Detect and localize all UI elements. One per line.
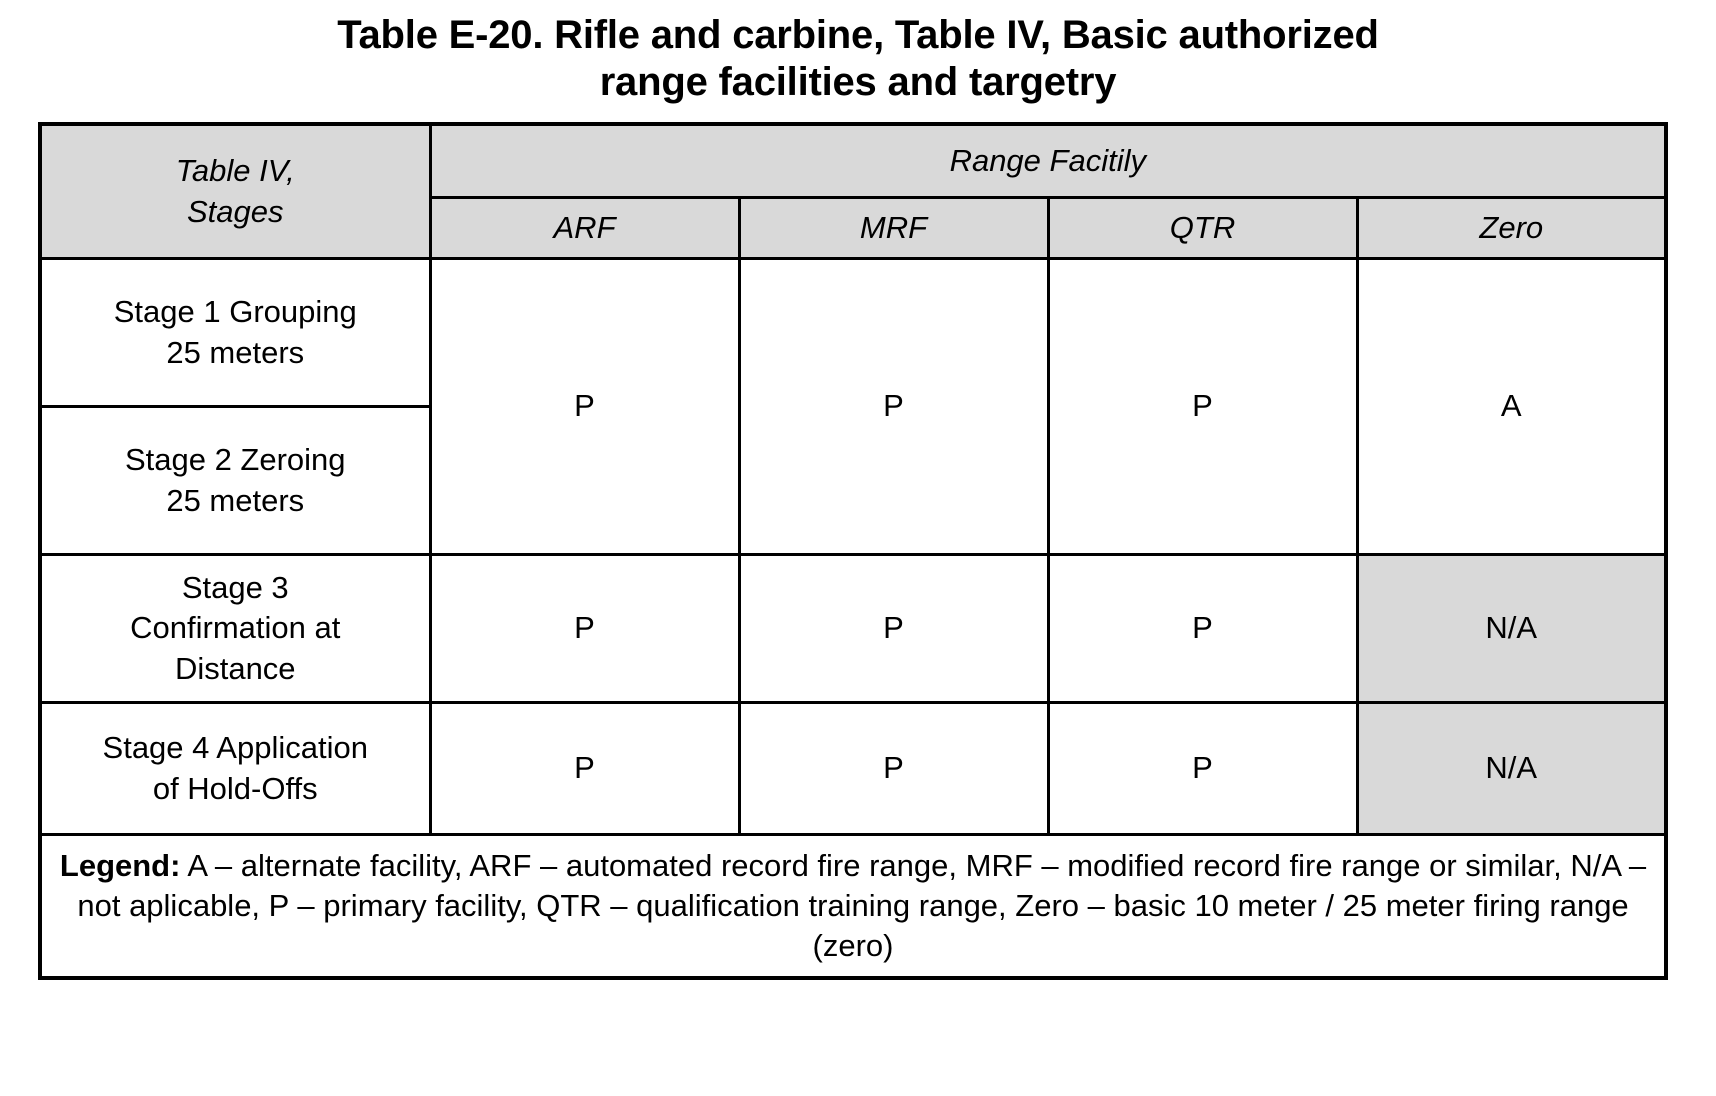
range-facility-table: Table IV, Stages Range Facitily ARF MRF … — [38, 122, 1669, 980]
header-cell-zero: Zero — [1355, 196, 1668, 260]
header-cell-mrf: MRF — [737, 196, 1050, 260]
cell-mrf-stage4: P — [737, 701, 1050, 836]
cell-qtr-stage4: P — [1046, 701, 1359, 836]
stage-label-line-2: of Hold-Offs — [152, 770, 318, 806]
legend-label: Legend: — [59, 847, 181, 883]
cell-mrf-stage3: P — [737, 553, 1050, 704]
stage-label-line-2: 25 meters — [166, 482, 305, 518]
stage-label-line-2: 25 meters — [166, 334, 305, 370]
cell-stage-label: Stage 1 Grouping 25 meters — [38, 257, 432, 408]
header-cell-qtr: QTR — [1046, 196, 1359, 260]
cell-stage-label: Stage 4 Application of Hold-Offs — [38, 701, 432, 836]
cell-stage-label: Stage 2 Zeroing 25 meters — [38, 405, 432, 556]
legend-body: A – alternate facility, ARF – automated … — [77, 847, 1647, 964]
page-title: Table E-20. Rifle and carbine, Table IV,… — [0, 12, 1716, 106]
cell-zero-stage12: A — [1355, 257, 1668, 556]
cell-arf-stage12: P — [428, 257, 741, 556]
header-cell-range-facility: Range Facitily — [428, 122, 1668, 199]
cell-stage-label: Stage 3 Confirmation at Distance — [38, 553, 432, 704]
table-row: Stage 4 Application of Hold-Offs P P P N… — [38, 701, 1668, 836]
cell-zero-stage3: N/A — [1355, 553, 1668, 704]
header-stages-line-2: Stages — [186, 193, 284, 229]
table-row: Stage 1 Grouping 25 meters P P P A — [38, 257, 1668, 556]
legend-cell: Legend: A – alternate facility, ARF – au… — [38, 833, 1668, 980]
stage-label-line-1: Stage 3 — [181, 570, 289, 606]
stage-label-line-1: Stage 1 Grouping — [113, 294, 357, 330]
stage-label-line-1: Stage 4 Application — [102, 730, 368, 766]
page-title-line-1: Table E-20. Rifle and carbine, Table IV,… — [337, 13, 1379, 57]
table-row: Stage 2 Zeroing 25 meters — [38, 405, 1666, 556]
header-stages-line-1: Table IV, — [175, 153, 295, 189]
header-cell-stages: Table IV, Stages — [38, 122, 432, 260]
table-header-row-columns: ARF MRF QTR Zero — [40, 196, 1668, 260]
stage-label-line-2: Confirmation at — [130, 610, 341, 646]
stage-label-line-1: Stage 2 Zeroing — [124, 442, 346, 478]
header-cell-arf: ARF — [428, 196, 741, 260]
cell-qtr-stage12: P — [1046, 257, 1359, 556]
page-title-line-2: range facilities and targetry — [599, 60, 1117, 105]
table-row: Stage 3 Confirmation at Distance P P P N… — [38, 553, 1668, 704]
stage-label-line-3: Distance — [174, 650, 296, 686]
cell-qtr-stage3: P — [1046, 553, 1359, 704]
range-facility-table-wrapper: Table IV, Stages Range Facitily ARF MRF … — [38, 122, 1669, 980]
table-legend-row: Legend: A – alternate facility, ARF – au… — [38, 833, 1668, 980]
table-header-row-group: Table IV, Stages Range Facitily — [38, 122, 1668, 260]
cell-arf-stage4: P — [428, 701, 741, 836]
cell-arf-stage3: P — [428, 553, 741, 704]
cell-zero-stage4: N/A — [1355, 701, 1668, 836]
cell-mrf-stage12: P — [737, 257, 1050, 556]
